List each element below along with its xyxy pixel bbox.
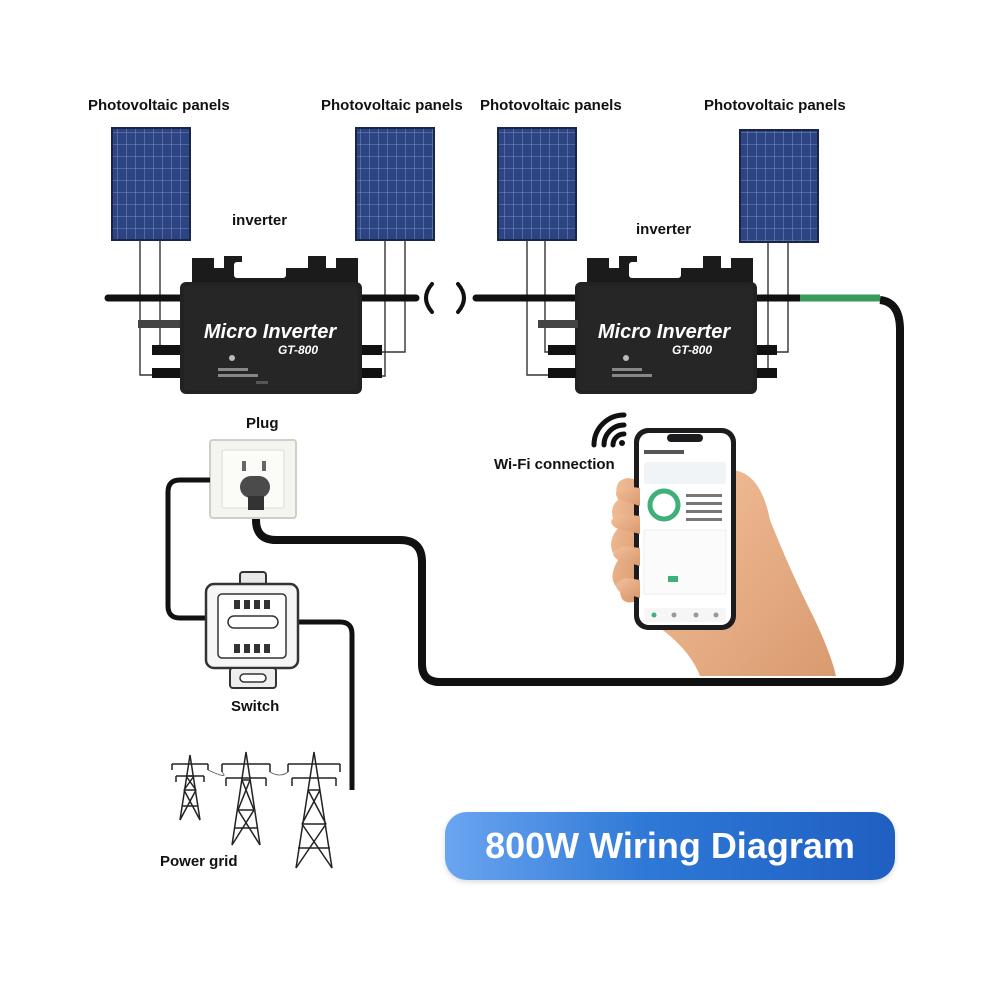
solar-panel-2 — [355, 127, 435, 241]
smartphone — [634, 428, 736, 630]
label-pv-panels-2: Photovoltaic panels — [321, 97, 463, 114]
label-inverter-2: inverter — [636, 221, 692, 238]
tower-2 — [221, 751, 271, 846]
diagram-title-banner: 800W Wiring Diagram — [445, 812, 895, 880]
tower-1 — [171, 754, 209, 821]
label-pv-panels-1: Photovoltaic panels — [88, 97, 230, 114]
socket-to-switch-cable — [165, 477, 210, 621]
power-grid-towers — [171, 751, 341, 869]
label-power-grid: Power grid — [160, 853, 238, 870]
switch-to-grid-cable — [296, 619, 355, 790]
inverter-1-brand: Micro Inverter — [204, 321, 337, 343]
label-wifi-connection: Wi-Fi connection — [494, 456, 615, 473]
label-inverter-1: inverter — [232, 212, 288, 229]
main-ac-cable — [252, 296, 904, 686]
inverter-2-model: GT-800 — [672, 343, 712, 357]
hand-fingers — [611, 486, 640, 598]
solar-panel-4 — [739, 129, 819, 243]
wifi-icon — [591, 412, 627, 448]
label-switch: Switch — [231, 698, 280, 715]
cable-break-symbol — [424, 282, 466, 314]
solar-panel-1 — [111, 127, 191, 241]
inverter-2-brand: Micro Inverter — [598, 321, 731, 343]
switch-box — [204, 571, 300, 689]
micro-inverter-1: Micro Inverter GT-800 — [138, 256, 382, 394]
label-pv-panels-3: Photovoltaic panels — [480, 97, 622, 114]
solar-panel-3 — [497, 127, 577, 241]
inverter-1-model: GT-800 — [278, 343, 318, 357]
wall-socket — [209, 439, 297, 519]
label-plug: Plug — [246, 415, 279, 432]
tower-3 — [287, 751, 341, 869]
label-pv-panels-4: Photovoltaic panels — [704, 97, 846, 114]
micro-inverter-2: Micro Inverter GT-800 — [538, 256, 777, 394]
